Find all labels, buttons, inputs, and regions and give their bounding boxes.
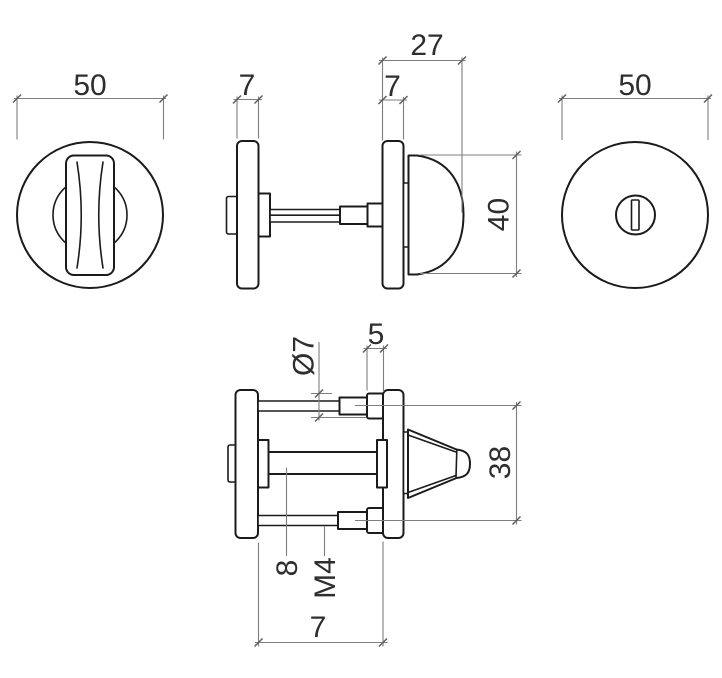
dim-section-spindle-size: 8 xyxy=(271,467,304,577)
front-view xyxy=(16,141,164,289)
turnpiece-cone-inner-bottom-edge xyxy=(407,474,457,494)
dim-label: 7 xyxy=(310,611,327,644)
side-boss-left xyxy=(257,192,271,238)
dim-section-nut-length: 5 xyxy=(362,318,389,392)
emergency-release-slot xyxy=(630,199,640,231)
dim-label: 50 xyxy=(73,69,106,102)
dim-side-right-thickness: 7 xyxy=(377,70,409,140)
dim-label: 27 xyxy=(410,29,443,62)
dim-ticks xyxy=(12,93,169,104)
dim-lines xyxy=(379,97,407,140)
dim-label: 38 xyxy=(484,446,517,479)
dim-label: 8 xyxy=(271,560,304,577)
dim-lines xyxy=(559,95,711,140)
dim-lines xyxy=(14,95,166,140)
dim-ticks xyxy=(511,400,522,526)
top-screw-shaft xyxy=(257,400,341,412)
dim-label: 7 xyxy=(239,69,256,102)
side-hub-block xyxy=(366,202,384,228)
section-boss-left xyxy=(257,439,270,489)
dim-label: 50 xyxy=(618,69,651,102)
dim-lines xyxy=(363,345,387,392)
dim-ticks xyxy=(314,388,324,423)
thumbturn-bevel-right xyxy=(97,161,104,269)
thumbturn-knob xyxy=(65,154,115,276)
dim-side-left-thickness: 7 xyxy=(232,69,264,139)
dim-lines xyxy=(233,96,262,139)
thumbturn-bevel-left xyxy=(76,161,83,269)
side-view xyxy=(225,140,465,290)
knob-dome xyxy=(407,154,465,276)
dim-side-projection: 27 xyxy=(377,29,467,213)
dim-section-gap: 7 xyxy=(253,541,388,648)
section-boss-right xyxy=(376,439,388,489)
bottom-screw-shaft xyxy=(257,514,339,527)
back-view xyxy=(561,141,709,289)
dim-ticks xyxy=(377,95,409,105)
dim-label: M4 xyxy=(309,557,342,599)
section-view xyxy=(227,389,471,539)
dim-side-height: 40 xyxy=(420,150,522,279)
dim-ticks xyxy=(232,94,264,105)
section-rosette-left xyxy=(234,389,259,539)
dim-label: 40 xyxy=(483,198,516,231)
dim-front-diameter: 50 xyxy=(12,69,169,140)
dim-section-screw-spacing: 38 xyxy=(355,400,522,526)
side-spindle-adapter xyxy=(339,205,369,225)
dim-label: 7 xyxy=(384,70,401,103)
side-rosette-left xyxy=(236,140,260,290)
turnpiece-cone-inner-top-edge xyxy=(407,434,457,453)
dim-label: Ø7 xyxy=(288,336,321,376)
side-rosette-right xyxy=(381,140,405,290)
dim-label: 5 xyxy=(368,318,385,351)
turnpiece-cone xyxy=(407,428,471,499)
section-spindle xyxy=(267,451,378,475)
turnpiece-tip-edge xyxy=(455,449,458,478)
dim-ticks xyxy=(362,343,389,354)
dim-back-diameter: 50 xyxy=(557,69,713,140)
dim-lines xyxy=(311,342,366,421)
dim-lines xyxy=(420,151,522,277)
dimensions: 50 7 27 7 40 50 xyxy=(12,29,713,648)
dim-section-sleeve-diameter: Ø7 xyxy=(288,336,366,423)
dim-ticks xyxy=(511,150,522,279)
dim-lines xyxy=(355,402,522,525)
dim-ticks xyxy=(377,55,467,66)
dim-ticks xyxy=(253,637,388,648)
dim-section-screw-thread: M4 xyxy=(309,526,342,599)
dim-lines xyxy=(255,541,388,647)
dim-ticks xyxy=(557,93,713,104)
